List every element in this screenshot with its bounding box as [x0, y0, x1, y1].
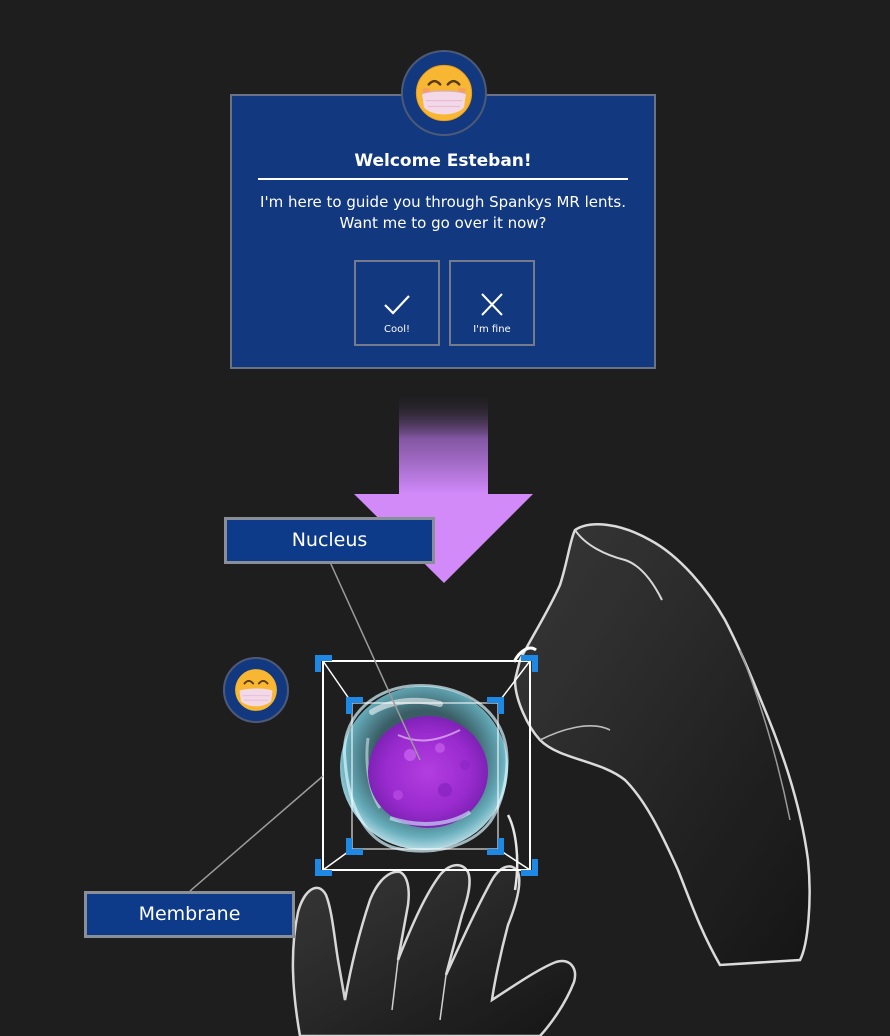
- dialog-message-line-2: Want me to go over it now?: [339, 214, 547, 232]
- confirm-button-label: Cool!: [383, 324, 410, 335]
- corner-handle-inner-tl[interactable]: [346, 697, 363, 714]
- membrane-leader-line: [189, 775, 324, 892]
- dialog-title: Welcome Esteban!: [354, 151, 532, 171]
- corner-handle-outer-tr[interactable]: [521, 655, 538, 672]
- nucleus-label[interactable]: Nucleus: [224, 517, 435, 564]
- dialog-message: I'm here to guide you through Spankys MR…: [246, 192, 640, 234]
- assistant-avatar-small[interactable]: [223, 657, 289, 723]
- close-icon: [481, 293, 503, 316]
- mask-face-emoji-icon: [235, 669, 277, 711]
- assistant-avatar[interactable]: [401, 50, 487, 136]
- corner-handle-outer-br[interactable]: [521, 859, 538, 876]
- corner-handle-inner-bl[interactable]: [346, 838, 363, 855]
- welcome-dialog: Welcome Esteban! I'm here to guide you t…: [230, 94, 656, 369]
- left-hand-model: [291, 814, 577, 1036]
- cell-model[interactable]: [340, 683, 509, 853]
- bounding-box-handles[interactable]: [315, 655, 538, 876]
- membrane-label[interactable]: Membrane: [84, 891, 295, 938]
- corner-handle-inner-br[interactable]: [487, 838, 504, 855]
- bounding-box[interactable]: [322, 660, 531, 871]
- dismiss-button[interactable]: I'm fine: [449, 260, 535, 346]
- checkmark-icon: [384, 295, 410, 315]
- right-hand-model: [512, 523, 811, 967]
- corner-handle-inner-tr[interactable]: [487, 697, 504, 714]
- dialog-divider: [258, 178, 628, 180]
- corner-handle-outer-tl[interactable]: [315, 655, 332, 672]
- dialog-message-line-1: I'm here to guide you through Spankys MR…: [260, 193, 626, 211]
- nucleus-leader-line: [329, 561, 421, 761]
- mask-face-emoji-icon: [415, 64, 473, 122]
- dismiss-button-label: I'm fine: [473, 324, 511, 335]
- corner-handle-outer-bl[interactable]: [315, 859, 332, 876]
- arrow-down-icon: [354, 392, 533, 583]
- confirm-button[interactable]: Cool!: [354, 260, 440, 346]
